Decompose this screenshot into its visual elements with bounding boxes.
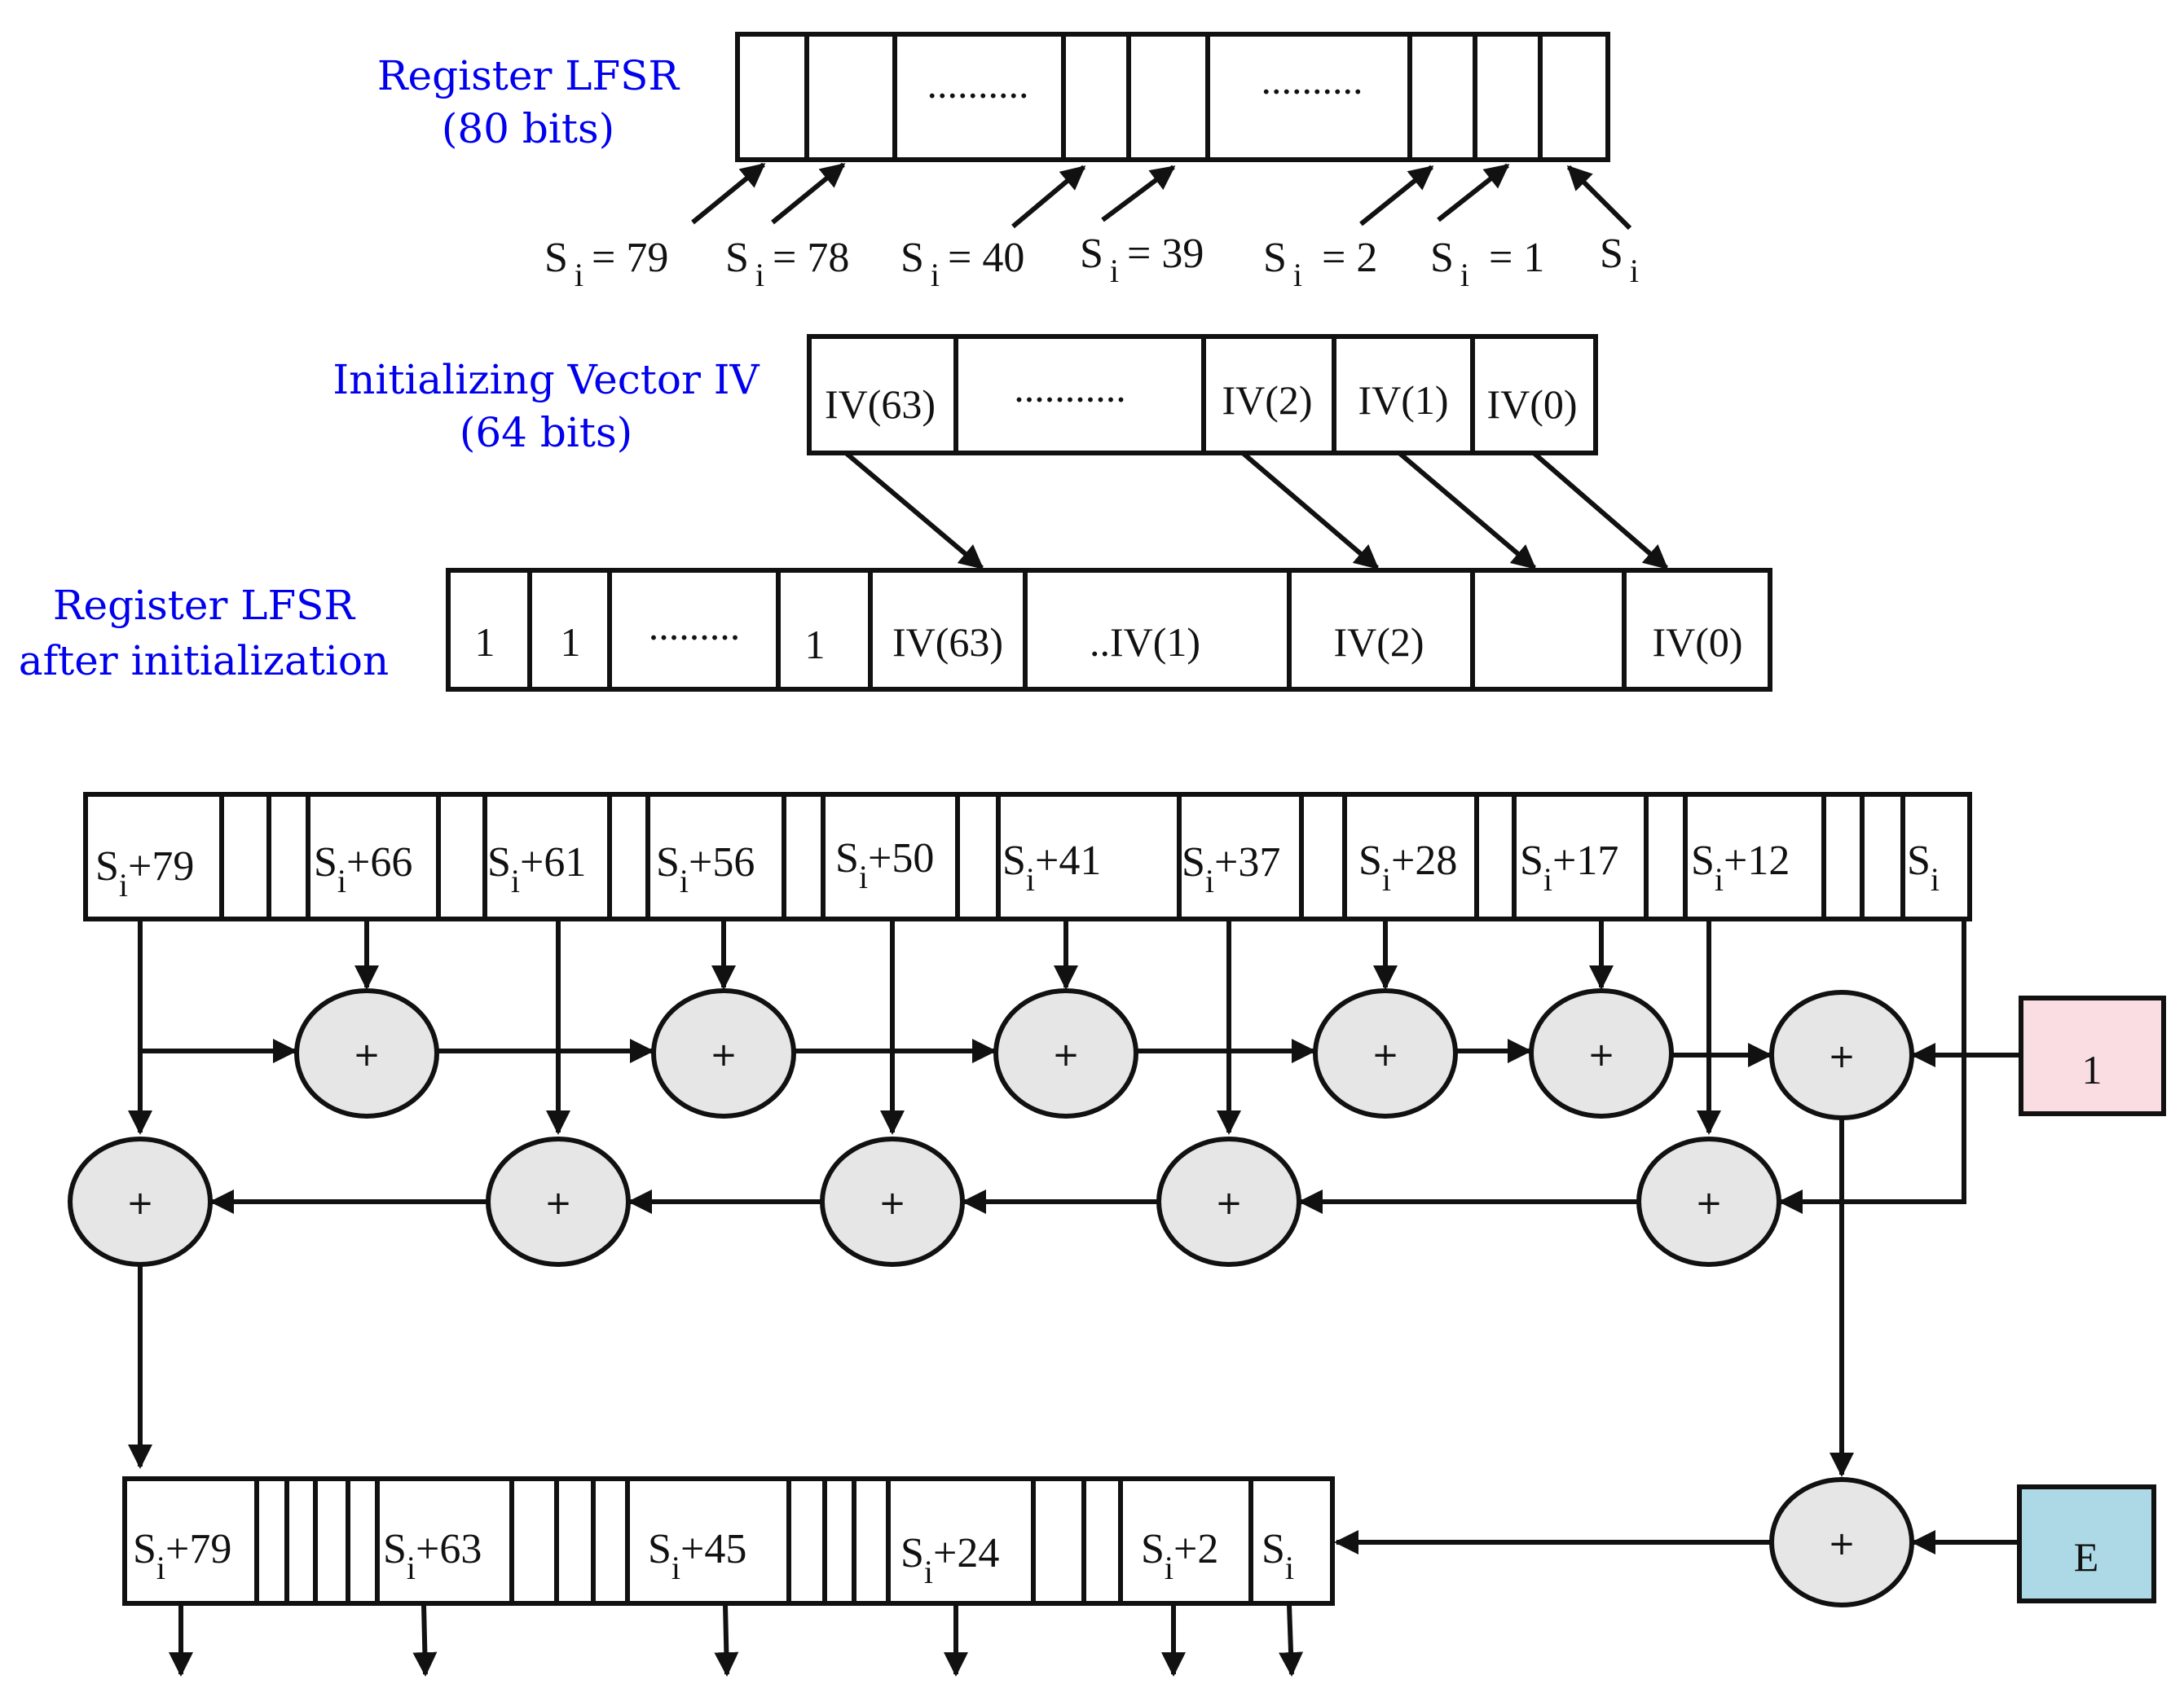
fb-tap-i: Si bbox=[1907, 838, 1940, 898]
iv-load-arrows bbox=[844, 451, 1669, 570]
out-tap-79: Si+79 bbox=[133, 1526, 231, 1586]
label-register-lfsr-init: Register LFSR bbox=[53, 582, 356, 629]
iv-register: IV(63) ........... IV(2) IV(1) IV(0) bbox=[807, 334, 1598, 455]
svg-text:+: + bbox=[1587, 1036, 1615, 1074]
out-tap-63: Si+63 bbox=[383, 1526, 482, 1586]
top-lfsr-register: .......... .......... bbox=[735, 32, 1610, 162]
svg-text:+: + bbox=[878, 1185, 906, 1222]
out-tap-i: Si bbox=[1262, 1526, 1294, 1586]
fb-tap-50: Si+50 bbox=[835, 835, 934, 895]
xor-upper-5: + bbox=[1529, 988, 1674, 1119]
xor-lower-2: + bbox=[486, 1137, 631, 1267]
xor-upper-1: + bbox=[294, 988, 439, 1119]
init-cell-1b: 1 bbox=[561, 619, 581, 665]
fb-tap-66: Si+66 bbox=[314, 839, 412, 899]
top-register-dots-b: .......... bbox=[1262, 57, 1363, 103]
xor-lower-3: + bbox=[820, 1137, 965, 1267]
svg-text:+: + bbox=[1215, 1185, 1243, 1222]
top-register-dots-a: .......... bbox=[927, 61, 1029, 107]
input-one-label: 1 bbox=[2082, 1047, 2103, 1093]
output-tap-labels: Si+79 Si+63 Si+45 Si+24 Si+2 Si bbox=[133, 1526, 1294, 1590]
out-tap-24: Si+24 bbox=[900, 1530, 999, 1590]
init-cell-iv0: IV(0) bbox=[1652, 619, 1742, 665]
input-one-box: 1 bbox=[2019, 996, 2166, 1116]
label-80-bits: (80 bits) bbox=[442, 105, 614, 152]
xor-lower-1: + bbox=[68, 1137, 213, 1267]
svg-text:+: + bbox=[1828, 1038, 1856, 1075]
xor-upper-6: + bbox=[1769, 990, 1914, 1120]
fb-tap-37: Si+37 bbox=[1182, 839, 1280, 899]
svg-text:+: + bbox=[126, 1185, 154, 1222]
init-cell-dots: ......... bbox=[649, 603, 741, 649]
xor-final: + bbox=[1769, 1477, 1914, 1607]
fb-tap-41: Si+41 bbox=[1002, 838, 1101, 898]
init-lfsr-register: 1 1 ......... 1 IV(63) ..IV(1) IV(2) IV(… bbox=[446, 568, 1772, 692]
svg-text:+: + bbox=[1828, 1525, 1856, 1563]
fb-tap-17: Si+17 bbox=[1520, 838, 1618, 898]
feedback-wires bbox=[128, 919, 2021, 1677]
feedback-register bbox=[83, 792, 1972, 921]
svg-text:+: + bbox=[1695, 1185, 1723, 1222]
xor-upper-4: + bbox=[1313, 988, 1458, 1119]
init-cell-1c: 1 bbox=[805, 622, 826, 667]
init-cell-1a: 1 bbox=[475, 619, 495, 665]
out-tap-45: Si+45 bbox=[648, 1526, 746, 1586]
output-register bbox=[122, 1476, 1335, 1606]
label-register-lfsr-top: Register LFSR bbox=[377, 52, 680, 99]
xor-nodes: + + + + + + + + + + + + bbox=[68, 988, 1914, 1607]
input-e-label: E bbox=[2074, 1534, 2099, 1580]
label-initializing-vector: Initializing Vector IV bbox=[332, 356, 760, 403]
init-cell-iv63: IV(63) bbox=[892, 619, 1003, 665]
label-64-bits: (64 bits) bbox=[460, 409, 632, 456]
svg-text:+: + bbox=[710, 1036, 738, 1074]
label-after-initialization: after initialization bbox=[19, 637, 389, 684]
svg-text:+: + bbox=[1372, 1036, 1399, 1074]
out-tap-2: Si+2 bbox=[1141, 1526, 1218, 1586]
fb-tap-56: Si+56 bbox=[656, 839, 755, 899]
fb-tap-61: Si+61 bbox=[487, 839, 586, 899]
svg-text:+: + bbox=[1052, 1036, 1080, 1074]
xor-upper-2: + bbox=[651, 988, 796, 1119]
iv-cell-63: IV(63) bbox=[825, 381, 936, 427]
svg-text:+: + bbox=[544, 1185, 572, 1222]
iv-cell-dots: ........... bbox=[1014, 365, 1126, 411]
fb-tap-12: Si+12 bbox=[1691, 838, 1790, 898]
iv-cell-1: IV(1) bbox=[1358, 377, 1448, 423]
fb-tap-79: Si+79 bbox=[95, 843, 194, 904]
init-cell-iv2: IV(2) bbox=[1333, 619, 1424, 665]
fb-tap-28: Si+28 bbox=[1358, 838, 1457, 898]
iv-cell-2: IV(2) bbox=[1222, 377, 1312, 423]
top-register-pointers bbox=[691, 162, 1632, 231]
input-e-box: E bbox=[2017, 1484, 2156, 1603]
xor-lower-4: + bbox=[1156, 1137, 1301, 1267]
xor-lower-5: + bbox=[1636, 1137, 1781, 1267]
svg-text:+: + bbox=[353, 1036, 381, 1074]
iv-cell-0: IV(0) bbox=[1486, 381, 1577, 427]
feedback-tap-labels: Si+79 Si+66 Si+61 Si+56 Si+50 Si+41 Si+3… bbox=[95, 835, 1940, 904]
xor-upper-3: + bbox=[993, 988, 1138, 1119]
init-cell-iv1: ..IV(1) bbox=[1090, 619, 1200, 665]
